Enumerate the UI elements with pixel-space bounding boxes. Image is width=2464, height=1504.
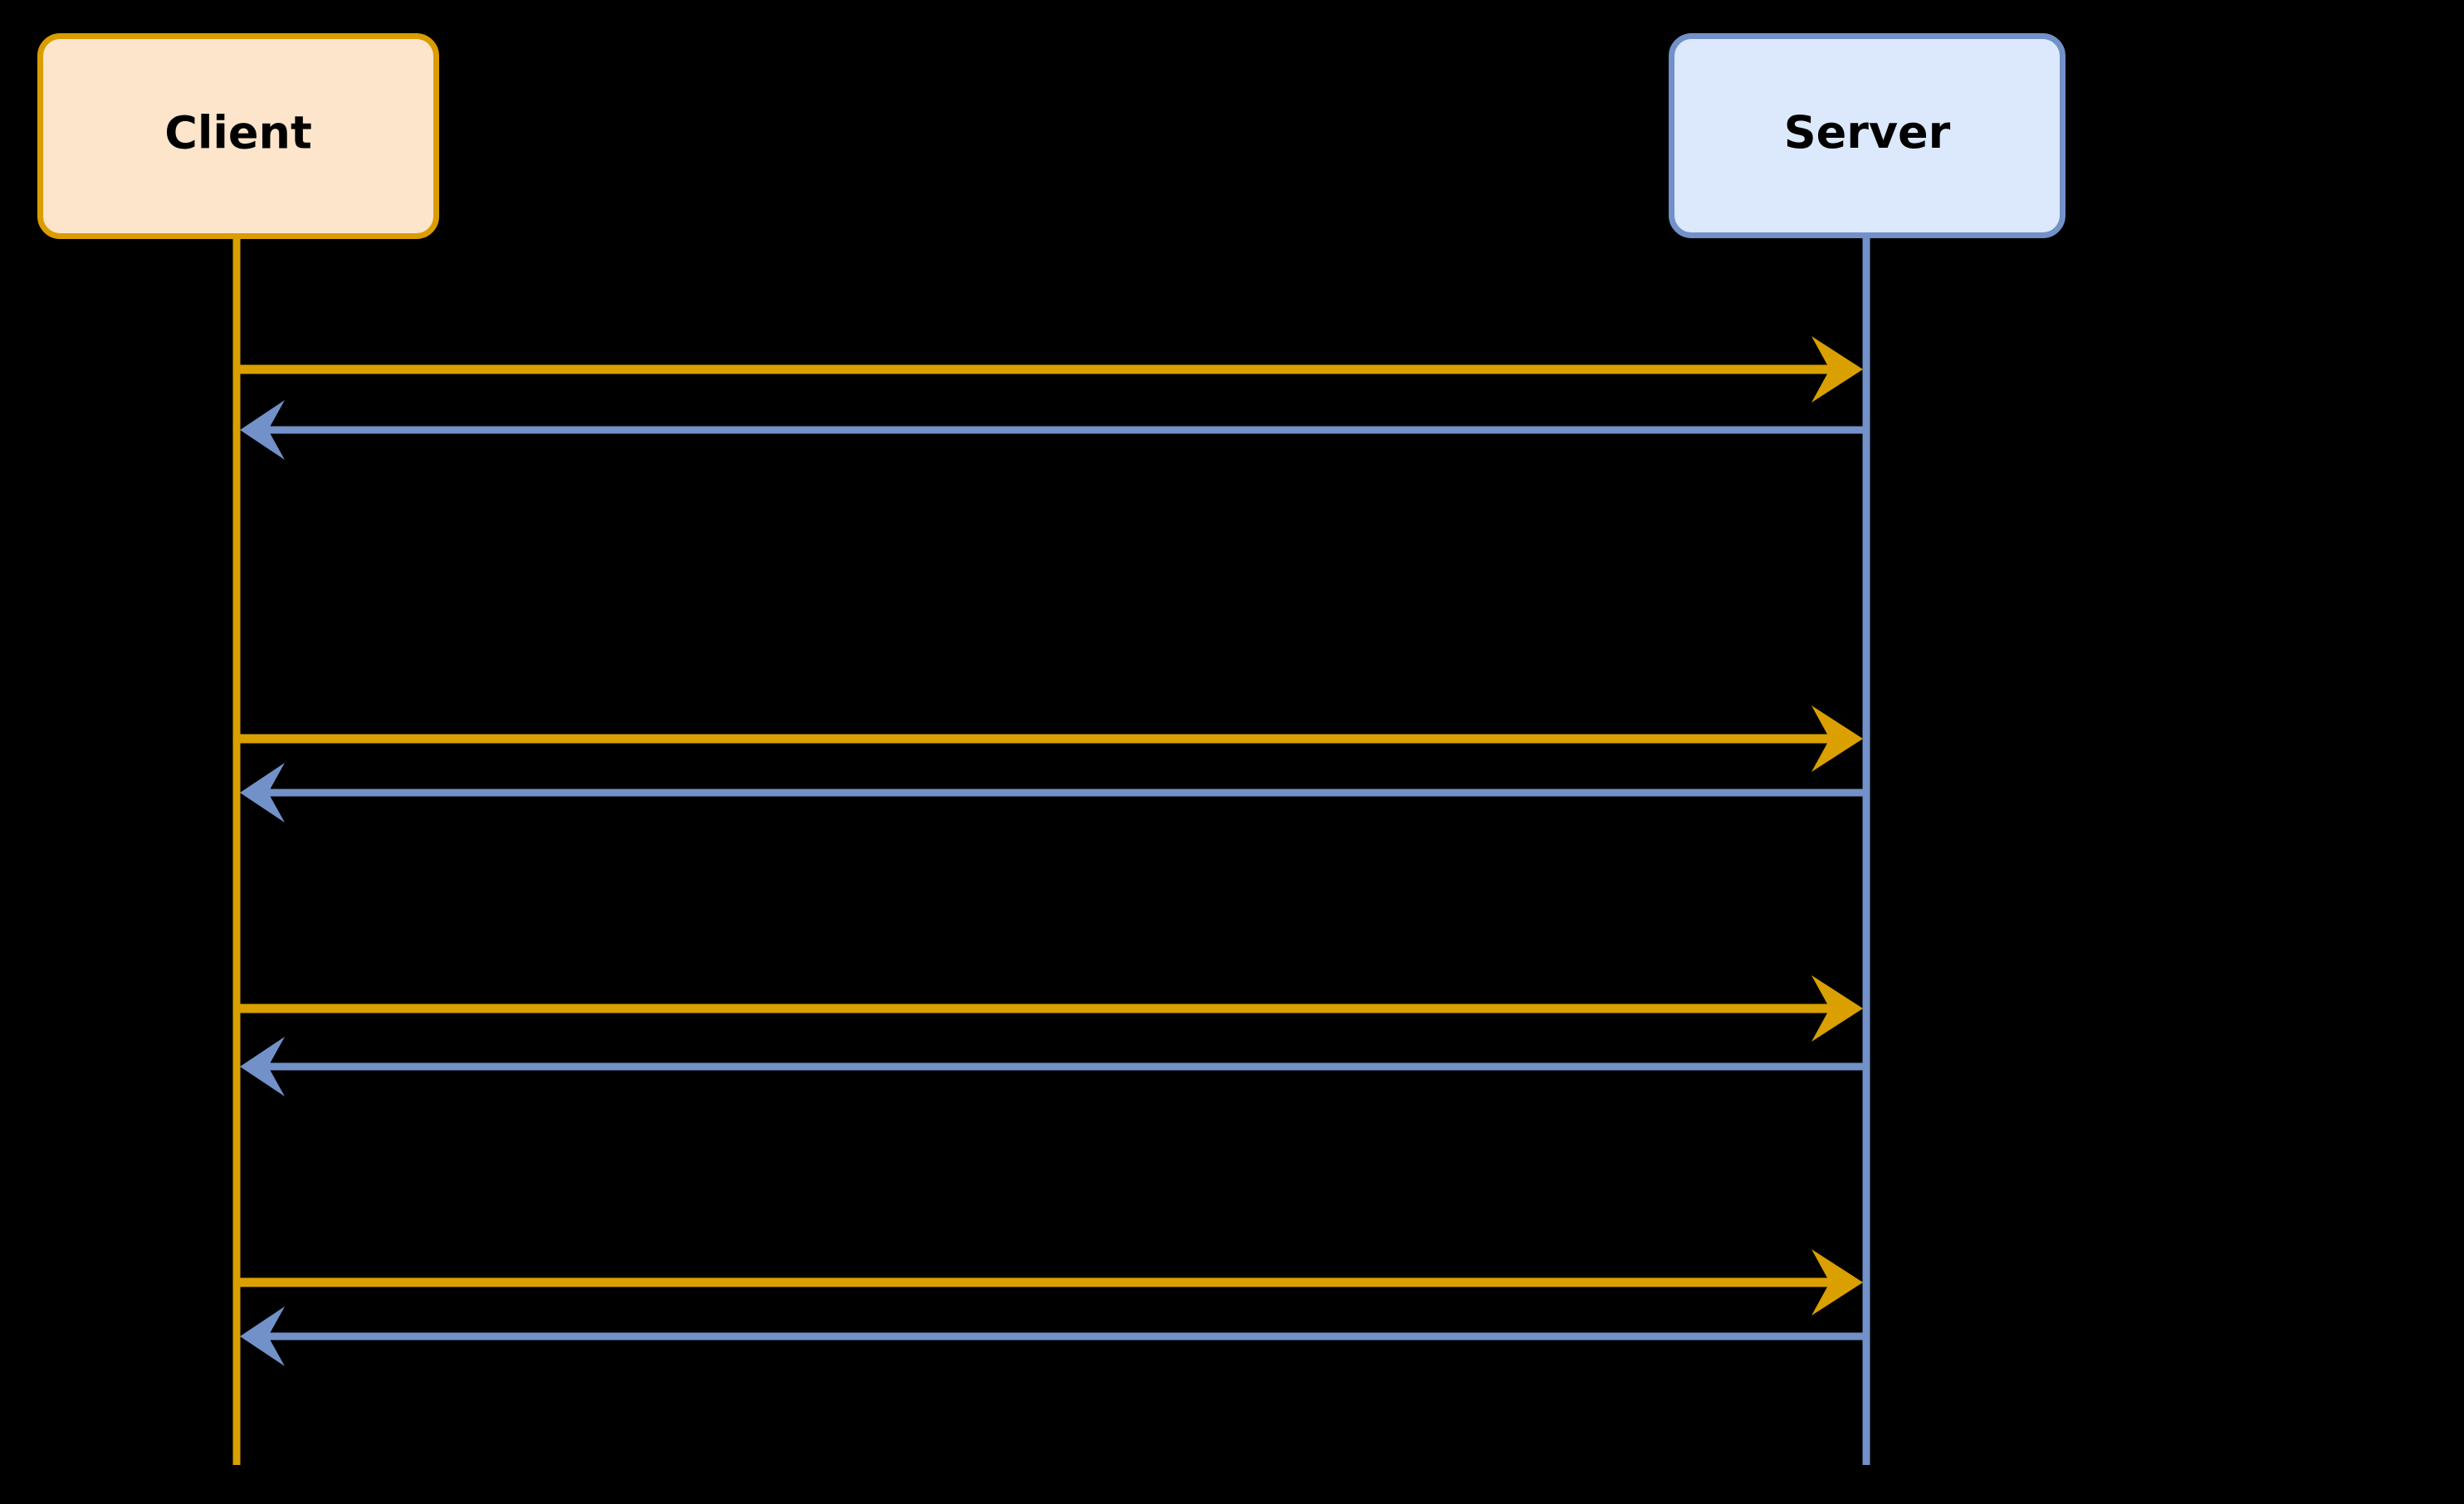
message-arrow-7[interactable] (237, 1249, 1863, 1316)
message-arrowhead-8 (240, 1306, 285, 1366)
message-arrow-8[interactable] (240, 1306, 1866, 1366)
participant-server[interactable]: Server (1669, 33, 2066, 238)
message-arrowhead-3 (1811, 706, 1863, 772)
participant-label-server: Server (1784, 106, 1951, 159)
participant-client[interactable]: Client (37, 33, 439, 239)
message-arrow-5[interactable] (237, 975, 1863, 1042)
participant-label-client: Client (164, 107, 312, 159)
message-arrow-2[interactable] (240, 400, 1866, 460)
message-arrowhead-1 (1811, 336, 1863, 403)
message-arrow-1[interactable] (237, 336, 1863, 403)
participant-box-client[interactable] (37, 33, 439, 239)
participant-box-server[interactable] (1669, 33, 2066, 238)
messages (237, 336, 1866, 1366)
message-arrow-4[interactable] (240, 763, 1866, 823)
message-arrowhead-7 (1811, 1249, 1863, 1316)
message-arrow-6[interactable] (240, 1037, 1866, 1096)
message-arrowhead-4 (240, 763, 285, 823)
message-arrowhead-6 (240, 1037, 285, 1096)
message-arrow-3[interactable] (237, 706, 1863, 772)
lifelines (232, 238, 1870, 1465)
message-arrowhead-2 (240, 400, 285, 460)
message-arrowhead-5 (1811, 975, 1863, 1042)
